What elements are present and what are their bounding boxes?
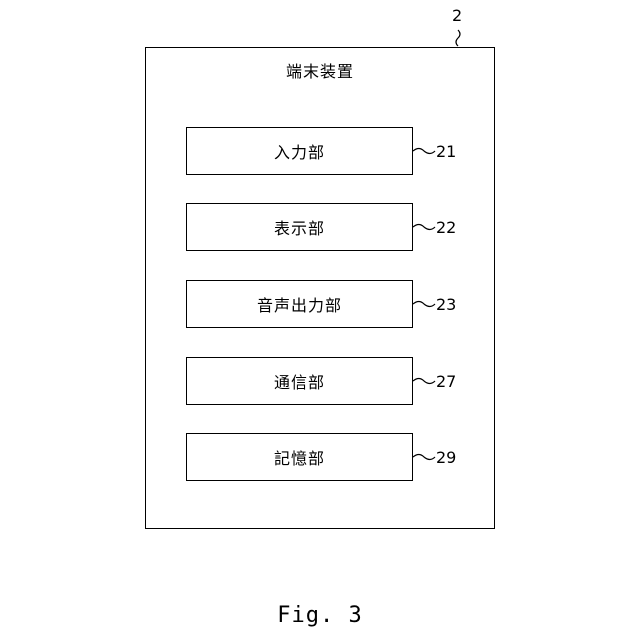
input-unit-label: 入力部 bbox=[274, 139, 325, 163]
storage-unit-box: 記憶部 bbox=[186, 433, 413, 481]
display-unit-ref: 22 bbox=[436, 218, 456, 237]
communication-unit-box: 通信部 bbox=[186, 357, 413, 405]
input-unit-ref: 21 bbox=[436, 142, 456, 161]
audio-output-unit-box: 音声出力部 bbox=[186, 280, 413, 328]
audio-output-unit-ref: 23 bbox=[436, 295, 456, 314]
storage-unit-label: 記憶部 bbox=[274, 445, 325, 469]
input-unit-box: 入力部 bbox=[186, 127, 413, 175]
communication-unit-ref: 27 bbox=[436, 372, 456, 391]
display-unit-box: 表示部 bbox=[186, 203, 413, 251]
terminal-device-title: 端末装置 bbox=[146, 58, 494, 82]
communication-unit-label: 通信部 bbox=[274, 369, 325, 393]
display-unit-label: 表示部 bbox=[274, 215, 325, 239]
device-ref-leader bbox=[456, 30, 460, 46]
audio-output-unit-label: 音声出力部 bbox=[257, 292, 342, 316]
storage-unit-ref: 29 bbox=[436, 448, 456, 467]
device-reference-number: 2 bbox=[452, 6, 462, 25]
figure-caption: Fig. 3 bbox=[0, 603, 640, 628]
